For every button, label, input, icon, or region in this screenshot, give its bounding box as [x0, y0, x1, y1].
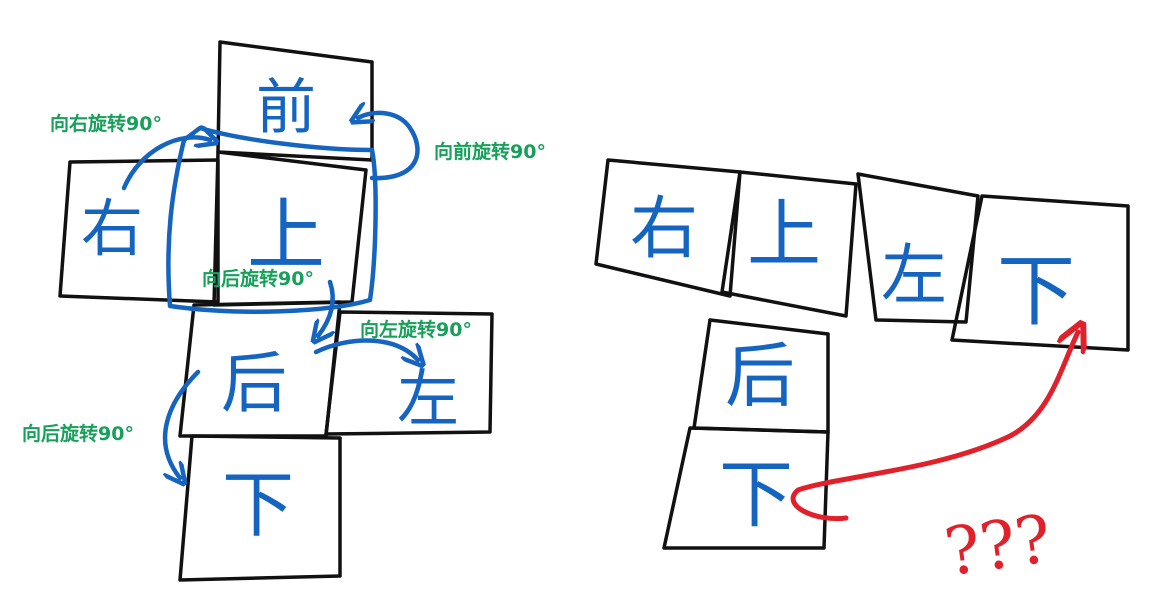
note-rotate-left: 向左旋转90°: [360, 318, 472, 341]
left-face-back: 后: [221, 345, 287, 422]
rotate-back-arrow-2: [165, 369, 201, 478]
rotate-right-arrow: [121, 137, 210, 191]
left-left-box: [324, 310, 494, 436]
left-bottom-box: [178, 434, 342, 582]
right-net: 右 上 左 下 后 下 ???: [594, 158, 1130, 591]
left-back-box: [178, 300, 342, 438]
note-rotate-back-1: 向后旋转90°: [202, 267, 314, 290]
right-bottom-target-box: [950, 194, 1130, 352]
question-marks: ???: [940, 500, 1056, 591]
left-face-left: 左: [397, 362, 459, 435]
left-top-box: [212, 150, 368, 307]
right-face-back: 后: [725, 335, 795, 417]
left-face-bottom: 下: [222, 463, 294, 547]
left-face-right: 右: [81, 192, 143, 265]
right-top-box: [720, 170, 858, 318]
rotate-front-arrow: [358, 113, 420, 181]
right-face-bottom: 下: [719, 452, 793, 538]
right-bottom-box: [662, 426, 830, 550]
note-rotate-front: 向前旋转90°: [434, 140, 546, 163]
right-face-bottom-target: 下: [997, 247, 1075, 337]
note-rotate-right: 向右旋转90°: [50, 112, 162, 135]
note-rotate-back-2: 向后旋转90°: [22, 422, 134, 445]
red-move-arrow: [790, 332, 1078, 522]
top-rotation-outline: [166, 125, 378, 314]
rotate-left-arrow: [313, 338, 418, 360]
right-face-top: 上: [747, 192, 821, 278]
left-net: 前 右 上 后 左 下 向右旋转90° 向前旋转90° 向后旋转90° 向左旋转…: [22, 40, 546, 582]
left-face-front: 前: [256, 73, 316, 143]
rotate-back-arrow-1: [318, 279, 333, 336]
left-right-box: [58, 158, 220, 304]
right-right-box: [594, 158, 742, 298]
right-left-box: [856, 172, 980, 324]
left-face-top: 上: [247, 191, 325, 281]
right-face-right: 右: [630, 190, 698, 269]
right-face-left: 左: [881, 237, 947, 314]
